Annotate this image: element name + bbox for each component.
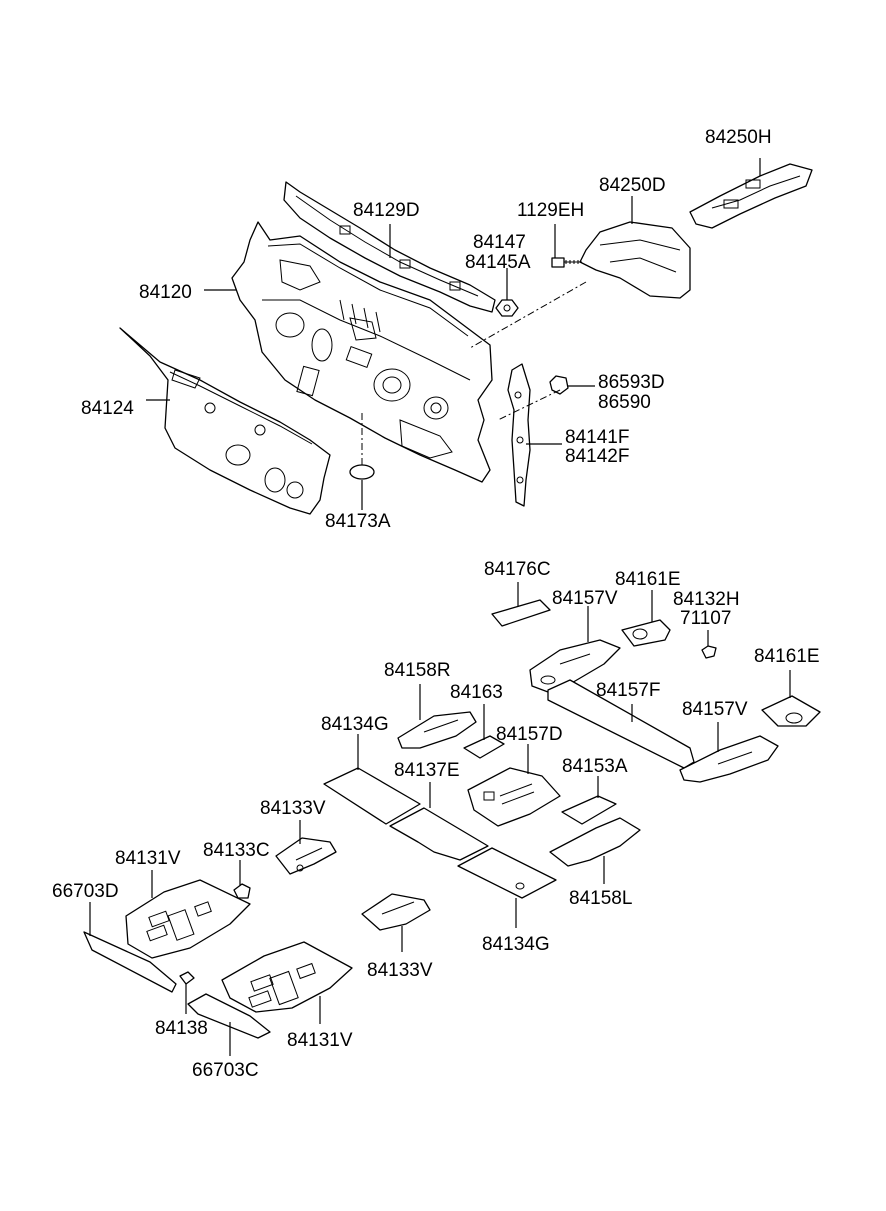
label-84129D: 84129D: [353, 200, 420, 221]
label-84158L: 84158L: [569, 888, 632, 909]
label-84250D: 84250D: [599, 175, 666, 196]
label-84142F: 84142F: [565, 446, 629, 467]
pad-84133V-a: [275, 837, 337, 875]
label-84131V-b: 84131V: [287, 1030, 353, 1051]
pad-84161E-b: [761, 695, 821, 727]
label-84161E-b: 84161E: [754, 646, 820, 667]
label-84124: 84124: [81, 398, 134, 419]
pad-84176C: [491, 599, 551, 627]
label-84131V-a: 84131V: [115, 848, 181, 869]
label-84133V-b: 84133V: [367, 960, 433, 981]
label-84161E-a: 84161E: [615, 569, 681, 590]
assembly-line-1: [469, 281, 587, 349]
strip-66703D: [83, 931, 177, 993]
cover-84250D: [579, 221, 691, 299]
label-84133C: 84133C: [203, 840, 270, 861]
pad-84134G-a: [323, 767, 421, 825]
mat-84131V-a: [125, 879, 251, 959]
bolt-1129EH: [551, 257, 582, 268]
pad-84157V-b: [679, 735, 779, 783]
label-84133V-a: 84133V: [260, 798, 326, 819]
pad-84158R: [397, 711, 477, 749]
label-84176C: 84176C: [484, 559, 551, 580]
label-84157F: 84157F: [596, 680, 660, 701]
nut-84132H: [701, 645, 717, 659]
pad-84133V-b: [361, 893, 431, 931]
dash-panel-84120: [231, 221, 493, 483]
label-84147: 84147: [473, 232, 526, 253]
assembly-line-2: [497, 389, 561, 421]
label-84153A: 84153A: [562, 756, 628, 777]
clip-86593D: [549, 375, 569, 395]
label-84120: 84120: [139, 282, 192, 303]
pad-84157V-a: [529, 639, 621, 693]
nut-84147: [495, 299, 519, 317]
label-84157D: 84157D: [496, 724, 563, 745]
part-labels: 84250H 84250D 84129D 1129EH 84147 84145A…: [52, 127, 820, 1081]
label-84163: 84163: [450, 682, 503, 703]
label-84134G-b: 84134G: [482, 934, 550, 955]
pad-84153A: [561, 795, 617, 825]
label-84145A: 84145A: [465, 252, 531, 273]
label-1129EH: 1129EH: [517, 200, 584, 221]
clip-84138: [179, 971, 195, 985]
label-84134G-a: 84134G: [321, 714, 389, 735]
label-84158R: 84158R: [384, 660, 451, 681]
pad-84163: [463, 735, 505, 759]
pad-84134G-b: [457, 847, 557, 899]
label-86593D: 86593D: [598, 372, 665, 393]
bracket-84141F: [507, 363, 531, 507]
label-84132H: 84132H: [673, 589, 740, 610]
label-66703D: 66703D: [52, 881, 119, 902]
pad-84137E: [389, 807, 489, 861]
label-84173A: 84173A: [325, 511, 391, 532]
leaders-upper: [146, 158, 761, 510]
pad-84158L: [549, 817, 641, 867]
pad-84161E-a: [621, 619, 671, 647]
mat-84131V-b: [221, 941, 353, 1013]
label-84250H: 84250H: [705, 127, 772, 148]
pad-84157D: [467, 767, 561, 827]
dash-insulator-84124: [119, 327, 331, 515]
label-84157V-b: 84157V: [682, 699, 748, 720]
label-71107: 71107: [680, 608, 731, 629]
label-84157V-a: 84157V: [552, 588, 618, 609]
label-84141F: 84141F: [565, 427, 629, 448]
label-86590: 86590: [598, 392, 651, 413]
strip-66703C: [187, 993, 271, 1039]
label-84137E: 84137E: [394, 760, 460, 781]
label-66703C: 66703C: [192, 1060, 259, 1081]
clip-84133C: [233, 883, 251, 899]
label-84138: 84138: [155, 1018, 208, 1039]
panel-84250H: [689, 163, 813, 229]
plug-84173A: [349, 464, 375, 480]
strip-84157F: [547, 679, 695, 769]
